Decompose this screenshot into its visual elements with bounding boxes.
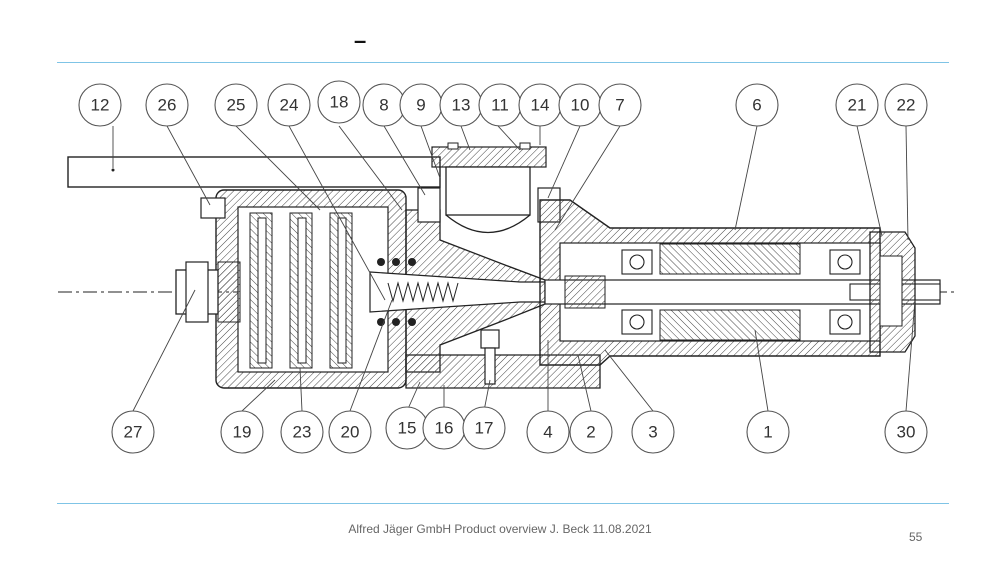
svg-text:18: 18 <box>330 93 349 112</box>
callout-30: 30 <box>884 410 928 454</box>
callout-2: 2 <box>569 410 613 454</box>
callout-19: 19 <box>220 410 264 454</box>
callout-23: 23 <box>280 410 324 454</box>
svg-text:16: 16 <box>435 419 454 438</box>
callout-3: 3 <box>631 410 675 454</box>
callout-17: 17 <box>462 406 506 450</box>
page-number: 55 <box>909 530 923 544</box>
callout-15: 15 <box>385 406 429 450</box>
callout-18: 18 <box>317 80 361 124</box>
svg-text:9: 9 <box>416 96 425 115</box>
svg-text:17: 17 <box>475 419 494 438</box>
callout-25: 25 <box>214 83 258 127</box>
callout-12: 12 <box>78 83 122 127</box>
svg-text:14: 14 <box>531 96 550 115</box>
callout-7: 7 <box>598 83 642 127</box>
callout-26: 26 <box>145 83 189 127</box>
svg-text:10: 10 <box>571 96 590 115</box>
svg-text:19: 19 <box>233 423 252 442</box>
svg-text:30: 30 <box>897 423 916 442</box>
svg-text:25: 25 <box>227 96 246 115</box>
svg-text:22: 22 <box>897 96 916 115</box>
svg-text:8: 8 <box>379 96 388 115</box>
svg-text:2: 2 <box>586 423 595 442</box>
svg-text:7: 7 <box>615 96 624 115</box>
callout-22: 22 <box>884 83 928 127</box>
svg-text:4: 4 <box>543 423 552 442</box>
svg-text:12: 12 <box>91 96 110 115</box>
slide-footer: Alfred Jäger GmbH Product overview J. Be… <box>348 522 652 536</box>
callout-11: 11 <box>478 83 522 127</box>
callout-21: 21 <box>835 83 879 127</box>
callout-14: 14 <box>518 83 562 127</box>
svg-text:23: 23 <box>293 423 312 442</box>
svg-text:1: 1 <box>763 423 772 442</box>
svg-text:24: 24 <box>280 96 299 115</box>
svg-text:3: 3 <box>648 423 657 442</box>
svg-text:13: 13 <box>452 96 471 115</box>
callout-20: 20 <box>328 410 372 454</box>
bottom-divider <box>57 503 949 504</box>
svg-text:21: 21 <box>848 96 867 115</box>
svg-text:6: 6 <box>752 96 761 115</box>
callout-10: 10 <box>558 83 602 127</box>
svg-text:27: 27 <box>124 423 143 442</box>
svg-text:15: 15 <box>398 419 417 438</box>
callout-24: 24 <box>267 83 311 127</box>
callout-9: 9 <box>399 83 443 127</box>
callout-13: 13 <box>439 83 483 127</box>
svg-text:11: 11 <box>491 96 509 115</box>
callout-4: 4 <box>526 410 570 454</box>
callout-27: 27 <box>111 410 155 454</box>
callout-16: 16 <box>422 406 466 450</box>
svg-text:20: 20 <box>341 423 360 442</box>
spring <box>387 281 459 303</box>
callout-6: 6 <box>735 83 779 127</box>
top-divider <box>57 62 949 63</box>
svg-text:26: 26 <box>158 96 177 115</box>
slide-title: – <box>354 28 367 53</box>
callout-1: 1 <box>746 410 790 454</box>
callout-8: 8 <box>362 83 406 127</box>
